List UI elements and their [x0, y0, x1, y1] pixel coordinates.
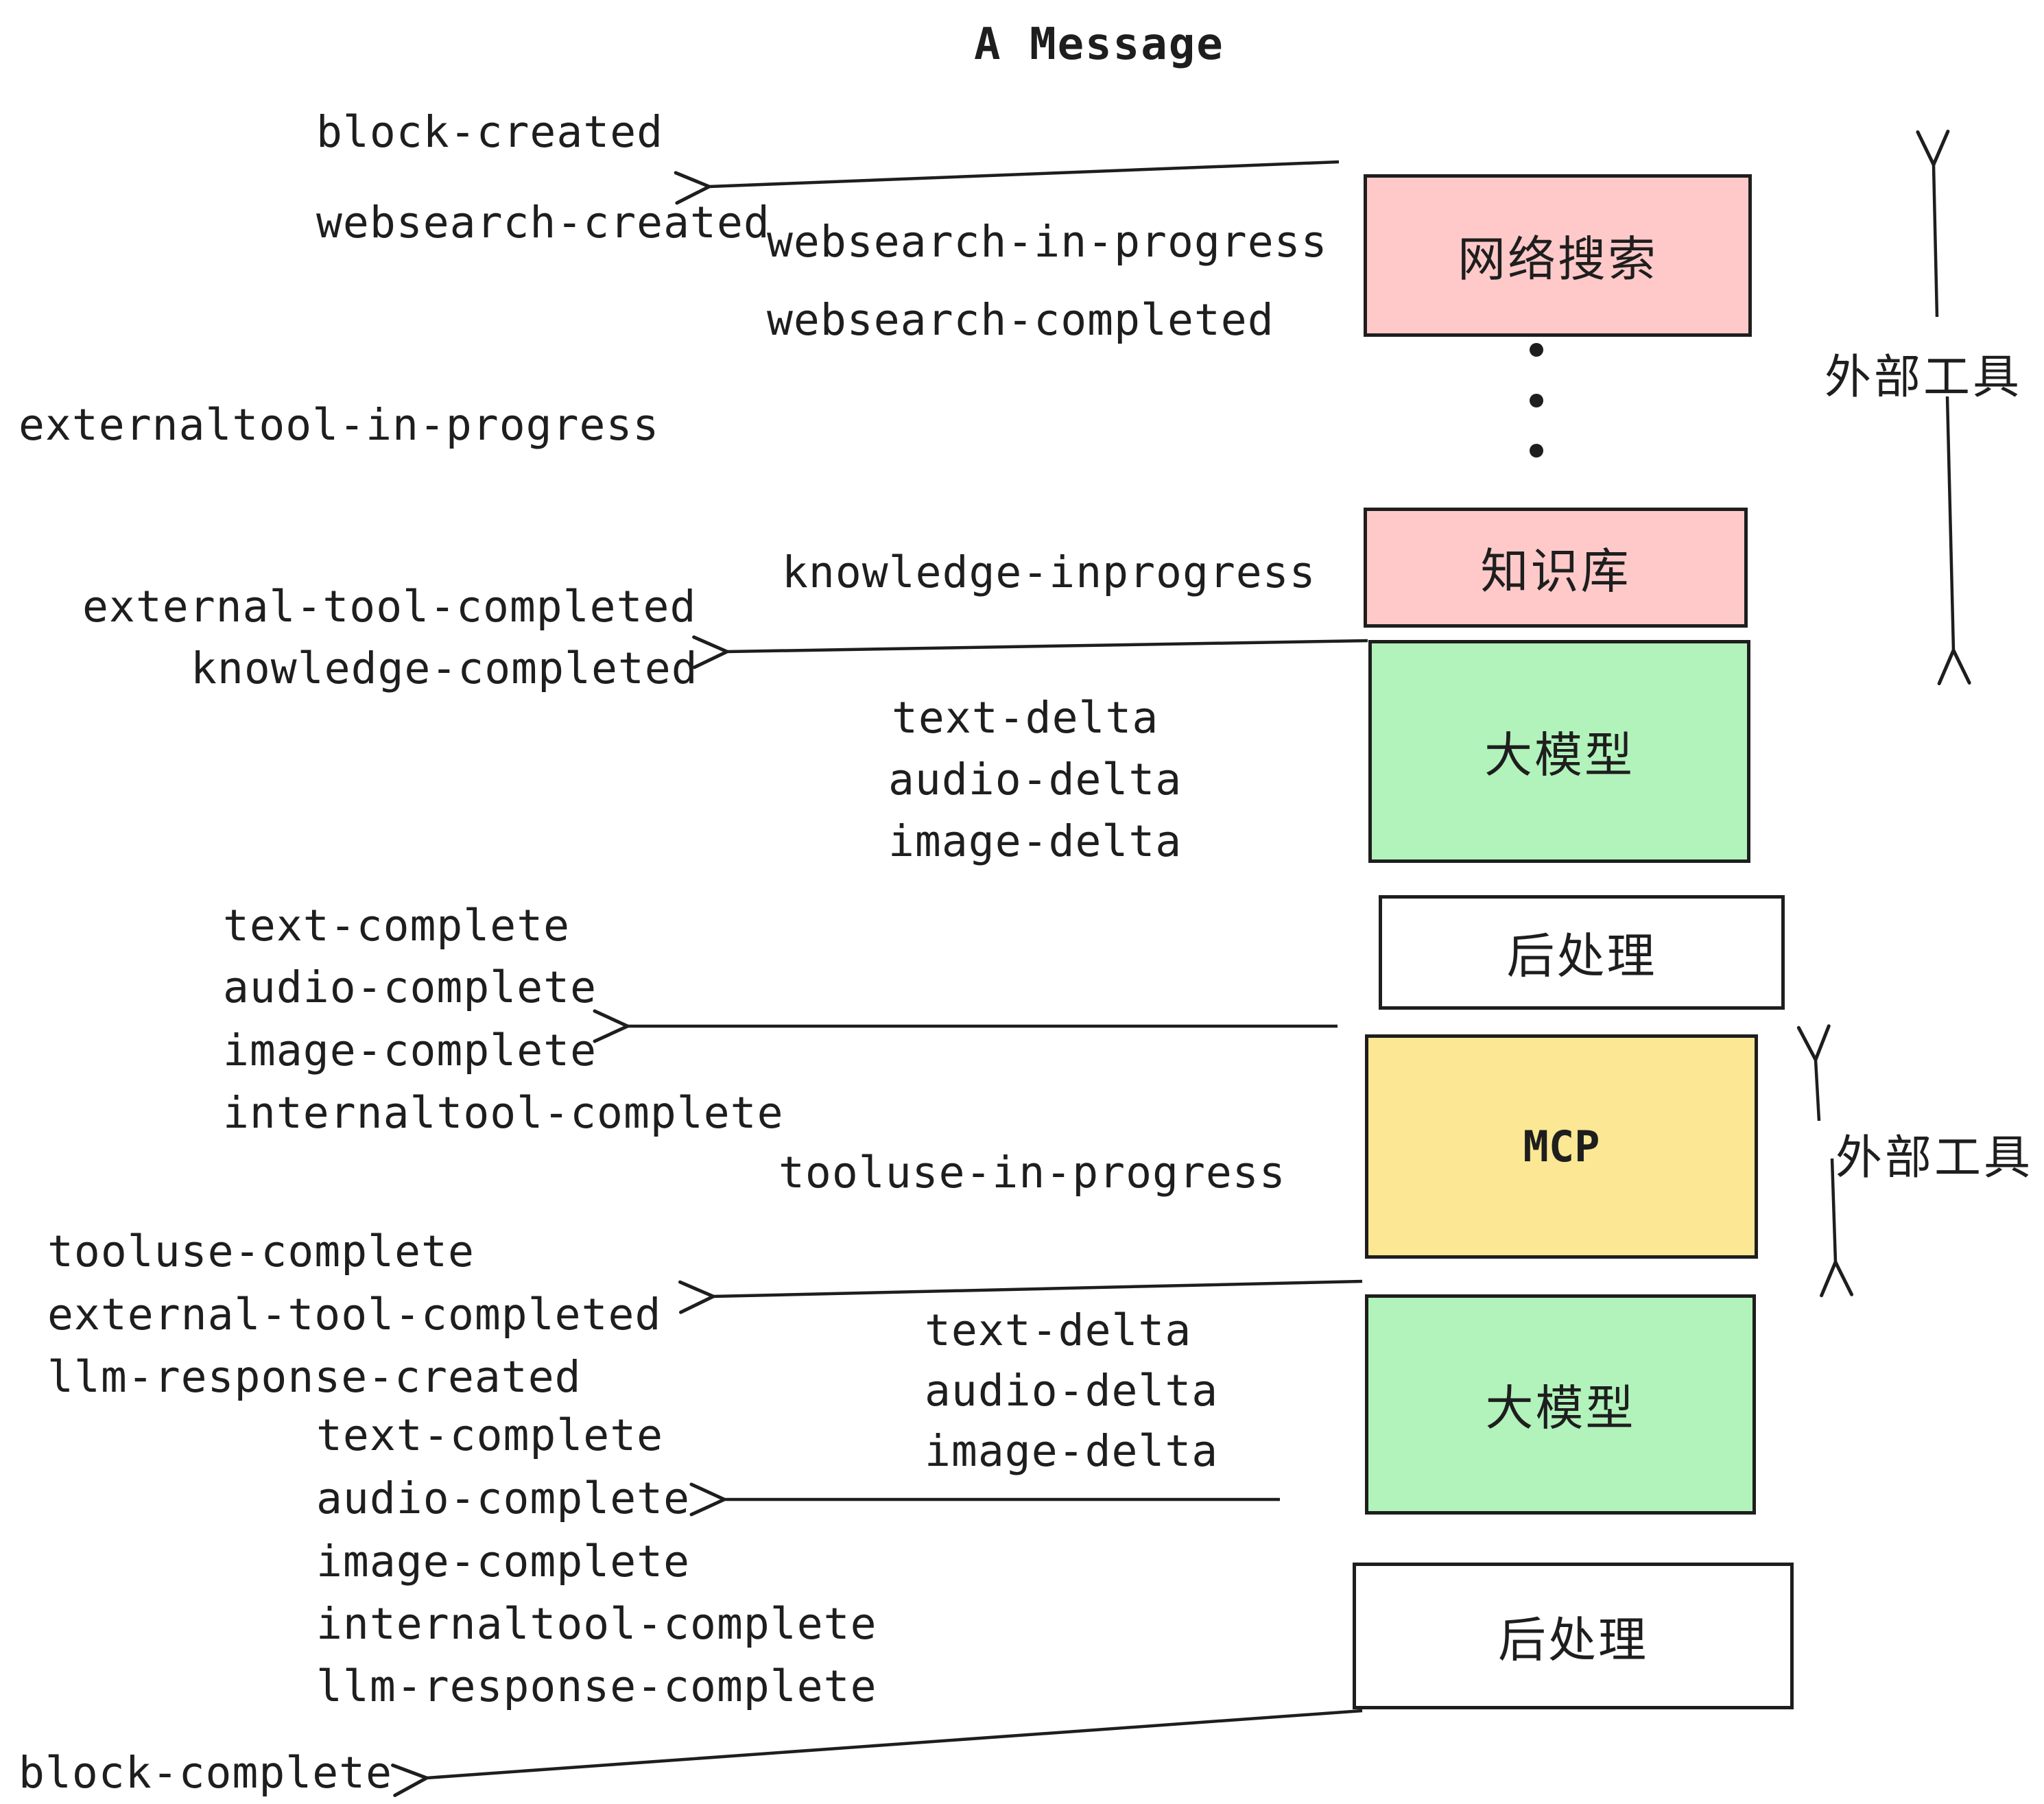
event-label-llm-response-complete: llm-response-complete	[316, 1661, 877, 1711]
event-label-internaltool-complete-2: internaltool-complete	[316, 1599, 877, 1649]
node-postprocess-2: 后处理	[1353, 1563, 1794, 1709]
event-label-websearch-completed: websearch-completed	[767, 295, 1274, 345]
arrow-external-tools-up-2	[1796, 1024, 1831, 1121]
event-label-external-tool-completed-1: external-tool-completed	[82, 582, 697, 632]
arrow-external-tools-up-1	[1916, 130, 1950, 318]
event-label-llm-response-created: llm-response-created	[47, 1352, 582, 1402]
event-label-websearch-in-progress: websearch-in-progress	[767, 217, 1328, 267]
arrow-llm2-to-tooluse-done	[678, 1279, 1363, 1314]
event-label-text-delta-2: text-delta	[925, 1305, 1192, 1355]
node-mcp: MCP	[1365, 1034, 1758, 1259]
event-label-block-complete: block-complete	[19, 1748, 393, 1798]
event-label-audio-complete-2: audio-complete	[316, 1473, 691, 1523]
node-llm-1: 大模型	[1368, 640, 1750, 863]
arrow-post2-to-block-complete	[391, 1709, 1363, 1797]
event-label-websearch-created: websearch-created	[316, 198, 770, 248]
ellipsis-dot-3	[1530, 444, 1543, 458]
arrow-llm1-to-knowledge-done	[692, 635, 1368, 669]
event-label-image-delta-1: image-delta	[888, 816, 1183, 866]
event-label-text-delta-1: text-delta	[892, 693, 1159, 743]
event-label-text-complete-2: text-complete	[316, 1410, 664, 1460]
side-label-external-tools-mcp: 外部工具	[1835, 1132, 2034, 1184]
page-title: A Message	[974, 19, 1224, 70]
side-label-external-tools-top: 外部工具	[1825, 351, 2023, 403]
event-label-knowledge-inprogress: knowledge-inprogress	[782, 547, 1316, 597]
event-label-knowledge-completed: knowledge-completed	[191, 643, 698, 693]
event-label-audio-delta-1: audio-delta	[888, 755, 1183, 805]
event-label-image-delta-2: image-delta	[925, 1426, 1219, 1476]
arrow-websearch-to-created	[674, 160, 1340, 205]
node-llm-2: 大模型	[1365, 1294, 1756, 1515]
event-label-audio-complete-1: audio-complete	[223, 962, 597, 1012]
ellipsis-dot-1	[1530, 343, 1543, 357]
event-label-externaltool-in-progress: externaltool-in-progress	[19, 400, 660, 450]
node-postprocess-1: 后处理	[1379, 895, 1785, 1010]
event-label-block-created: block-created	[316, 107, 664, 157]
event-label-image-complete-1: image-complete	[223, 1025, 597, 1076]
event-label-tooluse-complete: tooluse-complete	[47, 1226, 475, 1277]
ellipsis-dot-2	[1530, 394, 1543, 407]
node-knowledge: 知识库	[1364, 508, 1748, 628]
node-websearch: 网络搜索	[1364, 174, 1752, 337]
event-label-internaltool-complete-1: internaltool-complete	[223, 1088, 784, 1138]
event-label-external-tool-completed-2: external-tool-completed	[47, 1290, 662, 1340]
event-label-tooluse-in-progress: tooluse-in-progress	[779, 1148, 1286, 1198]
event-label-text-complete-1: text-complete	[223, 901, 571, 951]
arrow-external-tools-down-1	[1937, 396, 1971, 686]
event-label-image-complete-2: image-complete	[316, 1536, 691, 1587]
event-label-audio-delta-2: audio-delta	[925, 1366, 1219, 1416]
